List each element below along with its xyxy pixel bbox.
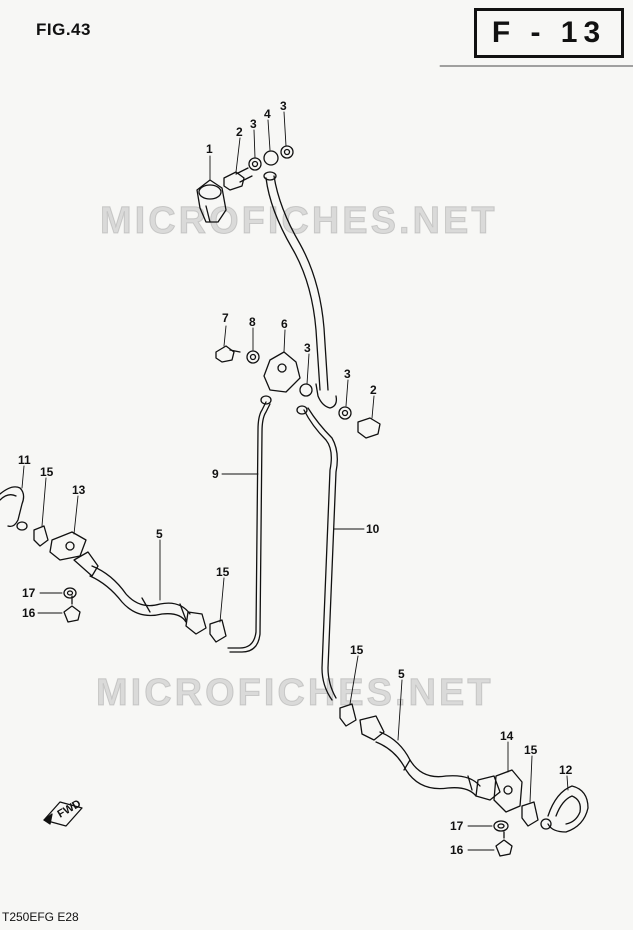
- part-17-nut-right: [493, 820, 509, 832]
- part-15-clip-c: [339, 703, 357, 727]
- callout-11: 11: [18, 453, 31, 467]
- callout-15: 15: [40, 465, 54, 479]
- part-15-clip-a: [33, 525, 49, 547]
- watermark-top: MICROFICHES.NET: [100, 200, 498, 243]
- model-code: T250EFG E28: [2, 910, 79, 924]
- part-17-nut-left: [63, 587, 77, 599]
- part-5-brake-hose-right: [359, 715, 501, 801]
- callout-16: 16: [450, 843, 464, 857]
- part-5-brake-hose-left: [73, 551, 207, 635]
- part-10-brake-pipe-right: [296, 405, 338, 701]
- callout-6: 6: [281, 317, 288, 331]
- callout-3: 3: [280, 99, 287, 113]
- brake-hose-upper: [263, 171, 338, 409]
- callout-3: 3: [344, 367, 351, 381]
- part-15-clip-b: [209, 619, 227, 643]
- figure-label: FIG.43: [36, 20, 91, 39]
- callout-15: 15: [350, 643, 364, 657]
- callout-16: 16: [22, 606, 36, 620]
- part-9-brake-pipe-left: [227, 395, 272, 653]
- part-6-bracket: [263, 351, 301, 393]
- callout-9: 9: [212, 467, 219, 481]
- callout-3: 3: [304, 341, 311, 355]
- callout-3: 3: [250, 117, 257, 131]
- callout-2: 2: [370, 383, 377, 397]
- callout-5: 5: [156, 527, 163, 541]
- part-1-banjo-cap: [196, 179, 227, 223]
- forward-direction-arrow: [43, 801, 83, 827]
- part-4-union-bolt: [263, 150, 279, 166]
- callout-10: 10: [366, 522, 380, 536]
- part-3-washer-b: [280, 145, 294, 159]
- callout-2: 2: [236, 125, 243, 139]
- part-3-washer-a: [248, 157, 262, 171]
- part-2-bolt-top: [223, 167, 253, 191]
- callout-12: 12: [559, 763, 573, 777]
- callout-13: 13: [72, 483, 86, 497]
- fwd-label: FWD: [56, 798, 84, 821]
- part-16-bolt-left: [63, 595, 81, 623]
- callout-4: 4: [264, 107, 271, 121]
- callout-7: 7: [222, 311, 229, 325]
- callout-15: 15: [524, 743, 538, 757]
- part-8-washer: [246, 350, 260, 364]
- callout-8: 8: [249, 315, 256, 329]
- part-16-bolt-right: [495, 831, 513, 857]
- callout-15: 15: [216, 565, 230, 579]
- part-12-hose-fitting-right: [540, 785, 589, 833]
- leader-lines: [21, 111, 569, 851]
- callout-14: 14: [500, 729, 514, 743]
- callout-17: 17: [22, 586, 36, 600]
- watermark-bottom: MICROFICHES.NET: [96, 672, 494, 715]
- part-7-bolt: [215, 345, 241, 363]
- part-11-hose-fitting-left: [0, 486, 28, 531]
- section-code-box: F - 13: [474, 8, 624, 58]
- callout-1: 1: [206, 142, 213, 156]
- part-14-bracket-right: [493, 769, 523, 813]
- part-15-clip-d: [521, 801, 539, 827]
- part-3-washer-d: [338, 406, 352, 420]
- part-3-washer-c: [299, 383, 313, 397]
- callout-5: 5: [398, 667, 405, 681]
- callout-labels: 1 2 3 4 3 7 8 6 3 3 2 9 10 11 15 13 5 17…: [18, 99, 573, 857]
- callout-17: 17: [450, 819, 464, 833]
- part-2-bolt-center: [357, 417, 381, 439]
